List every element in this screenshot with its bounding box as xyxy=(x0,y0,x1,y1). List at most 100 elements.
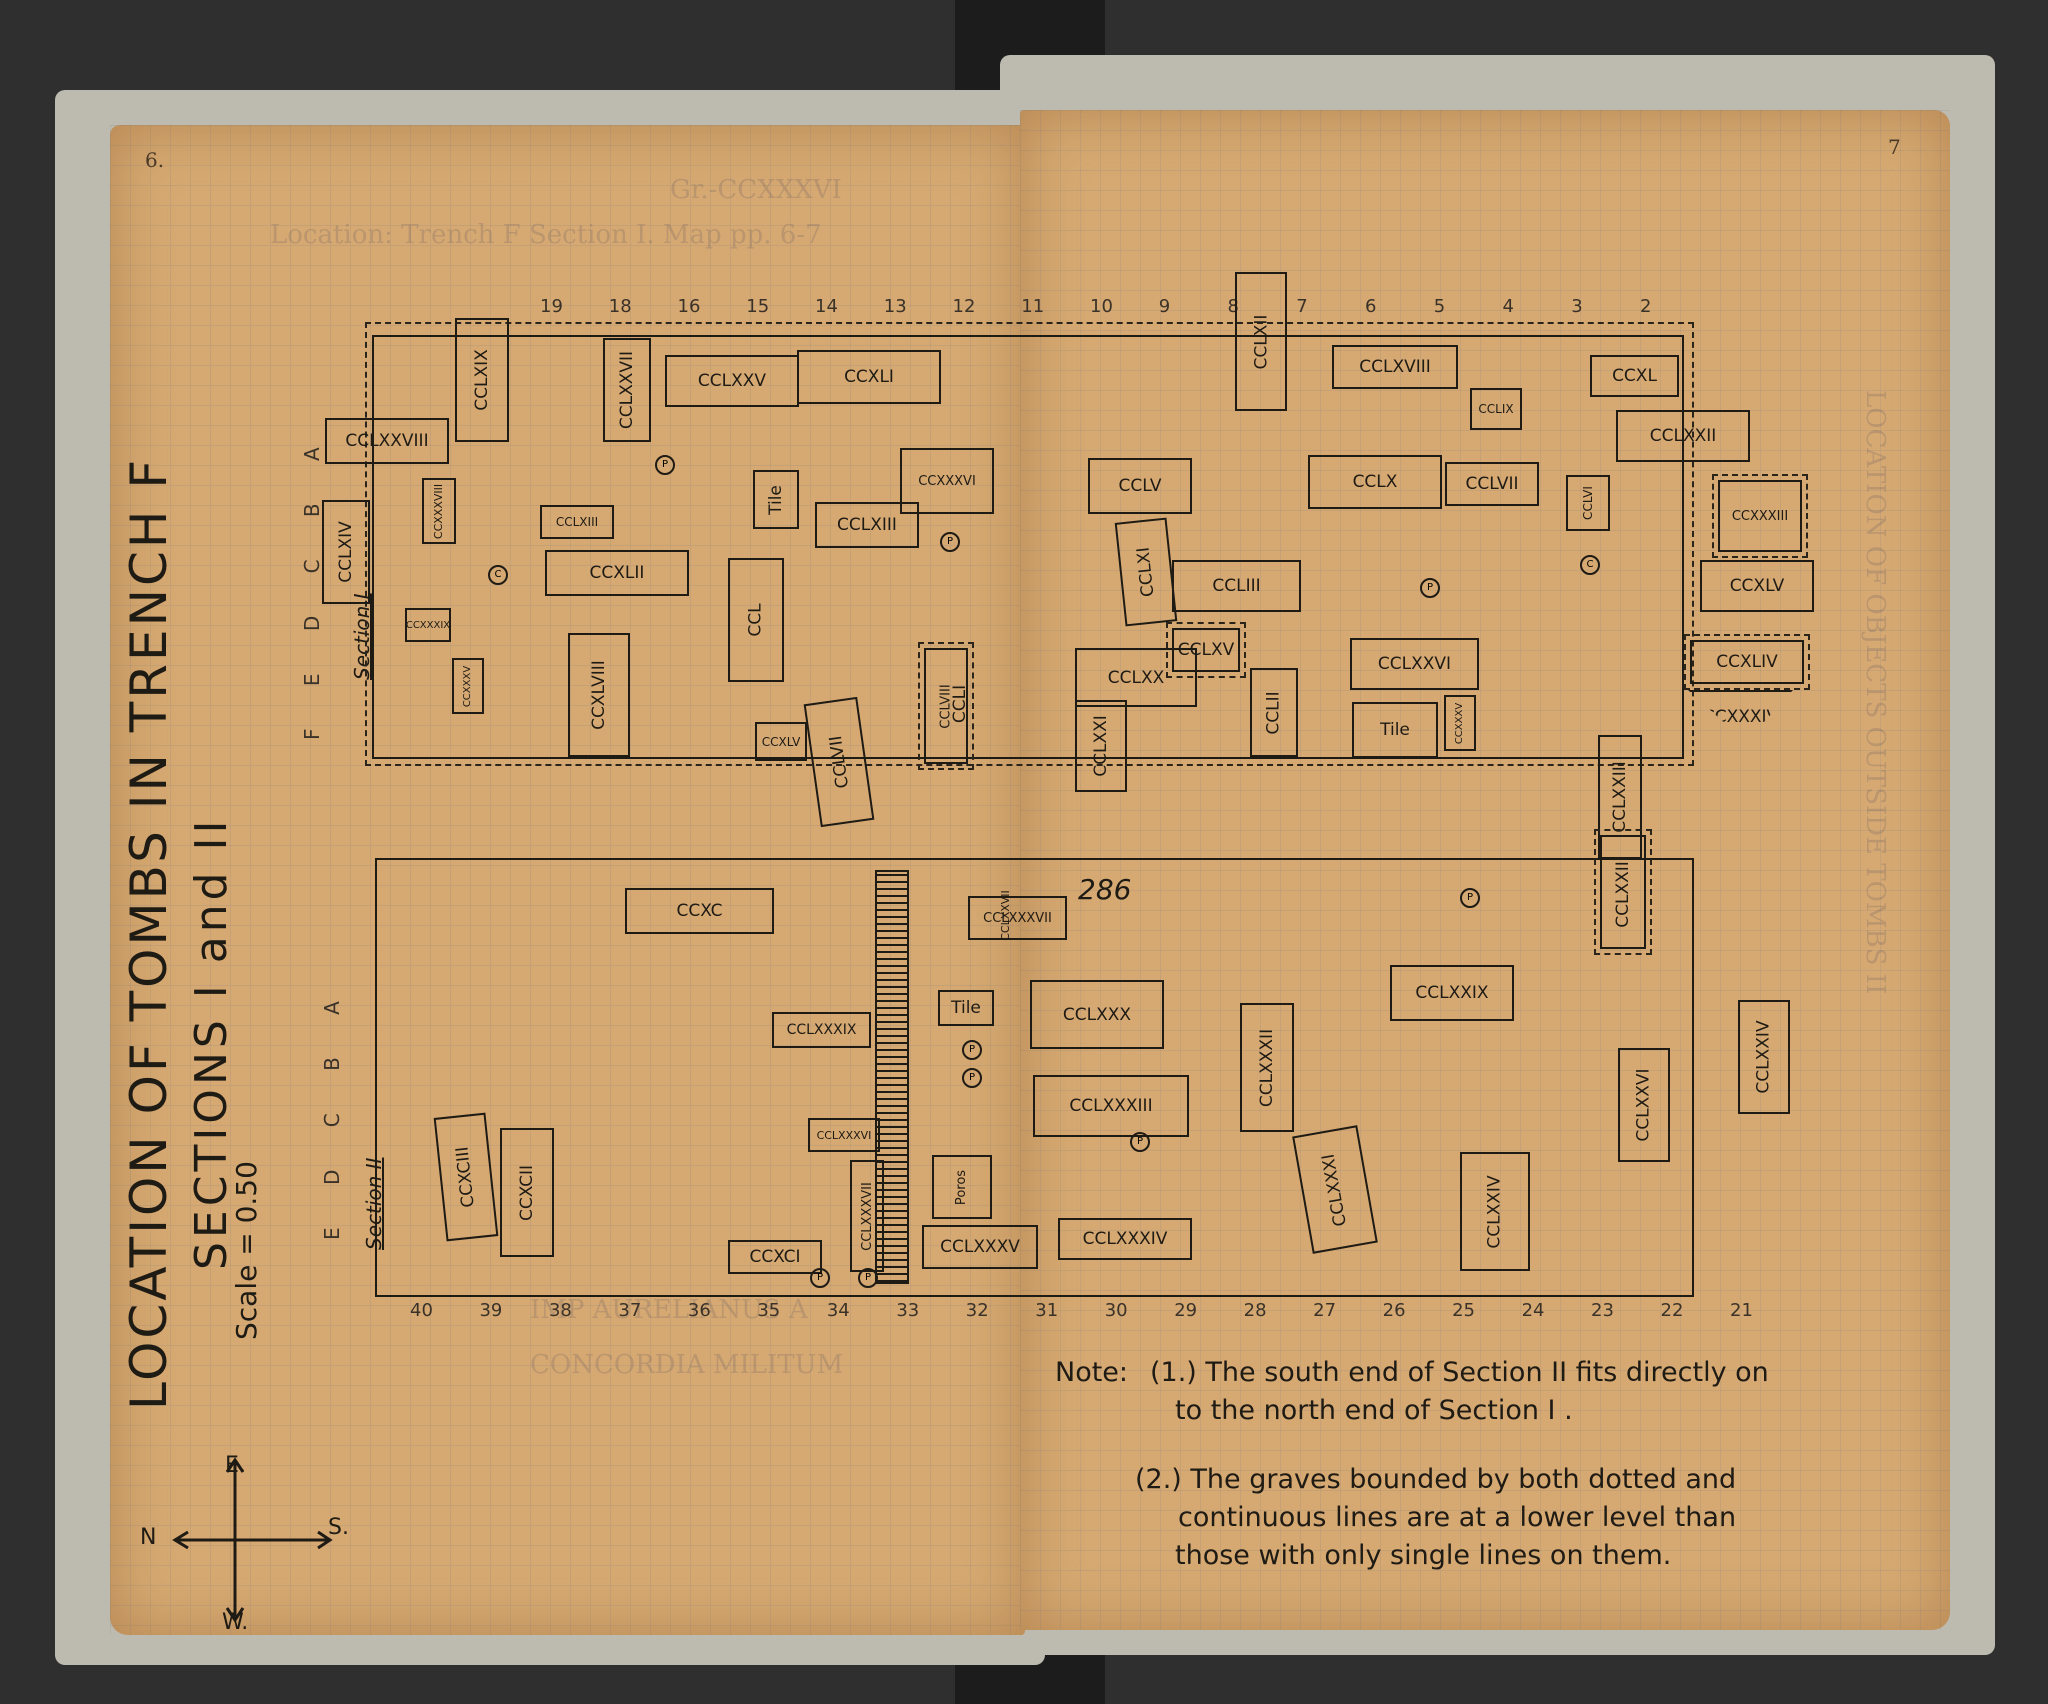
hatched-wall xyxy=(875,870,909,1284)
scale-label: Scale = 0.50 xyxy=(230,1161,263,1340)
tomb: CCLXXV xyxy=(665,355,799,407)
tomb: CCLXXVII xyxy=(999,889,1013,941)
column-number: 35 xyxy=(757,1300,781,1321)
tomb: Tile xyxy=(753,470,799,529)
column-number: 23 xyxy=(1591,1300,1614,1321)
column-number: 22 xyxy=(1660,1300,1684,1321)
title-line-1: LOCATION OF TOMBS IN TRENCH F xyxy=(120,456,178,1410)
tomb: CCXLV xyxy=(1700,560,1814,612)
tomb: CCLXXI xyxy=(1075,700,1127,792)
find-marker: P xyxy=(810,1268,830,1288)
tomb: CCLXXIV xyxy=(1738,1000,1790,1114)
tomb: CCXLVIII xyxy=(568,633,630,757)
tomb: CCLXXVIII xyxy=(325,418,449,464)
tomb: CCLXVIII xyxy=(1332,345,1458,389)
column-number: 14 xyxy=(815,296,838,317)
column-number: 33 xyxy=(896,1300,920,1321)
tomb: CCLII xyxy=(1250,668,1298,757)
tomb: CCLXIII xyxy=(815,502,919,548)
tomb: CCLIII xyxy=(1172,560,1301,612)
find-marker: P xyxy=(1460,888,1480,908)
compass-north-label: N xyxy=(140,1525,157,1550)
tomb: CCXL xyxy=(1590,355,1679,397)
tomb: CCLXII xyxy=(1235,272,1287,411)
graph-paper-grid xyxy=(1020,110,1950,1630)
column-number: 16 xyxy=(677,296,701,317)
note-2-line-3: those with only single lines on them. xyxy=(1175,1540,1672,1571)
tomb: CCLXI xyxy=(1114,517,1178,627)
tomb: CCXXXIII xyxy=(1712,474,1808,558)
column-number: 27 xyxy=(1313,1300,1337,1321)
column-number: 38 xyxy=(548,1300,572,1321)
tomb: CCLVIII xyxy=(918,642,974,770)
tomb: CCLXXVI xyxy=(1350,638,1479,690)
note-2-line-2: continuous lines are at a lower level th… xyxy=(1178,1502,1737,1533)
tomb: CCLXXIV xyxy=(1460,1152,1530,1271)
column-number: 5 xyxy=(1433,296,1446,317)
tomb: CCLXXXV xyxy=(922,1225,1038,1269)
column-number: 19 xyxy=(540,296,563,317)
column-number: 6 xyxy=(1365,296,1377,317)
find-marker: C xyxy=(1580,555,1600,575)
compass-east-label: E. xyxy=(225,1453,246,1478)
find-marker: P xyxy=(962,1068,982,1088)
column-number: 8 xyxy=(1227,296,1239,317)
column-number: 9 xyxy=(1158,296,1171,317)
compass-west-label: W. xyxy=(222,1610,249,1635)
tomb: CCXLI xyxy=(797,350,941,404)
tomb: CCXXXIX xyxy=(405,608,451,642)
column-number: 18 xyxy=(608,296,632,317)
tomb: CCLI xyxy=(950,684,971,724)
column-number: 29 xyxy=(1174,1300,1198,1321)
column-number: 37 xyxy=(618,1300,642,1321)
find-marker: C xyxy=(488,565,508,585)
graph-paper-grid xyxy=(110,125,1025,1635)
right-page-number: 7 xyxy=(1888,135,1901,159)
left-page: Gr.-CCXXXVI Location: Trench F Section I… xyxy=(110,125,1025,1635)
bleed-through-text: Gr.-CCXXXVI xyxy=(670,175,842,205)
column-number: 30 xyxy=(1104,1300,1128,1321)
tomb: CCLXXXVII xyxy=(850,1160,884,1272)
tomb: CCLXXXIII xyxy=(1033,1075,1189,1137)
find-marker: P xyxy=(1420,578,1440,598)
tomb: CCLXXIII xyxy=(1598,735,1642,859)
bleed-through-text: IMP AURELIANUS A xyxy=(530,1295,808,1325)
bleed-through-text: CONCORDIA MILITUM xyxy=(530,1350,844,1380)
column-number: 3 xyxy=(1571,296,1583,317)
tomb: Poros xyxy=(932,1155,992,1219)
column-number: 21 xyxy=(1730,1300,1753,1321)
note-label: Note: xyxy=(1055,1357,1129,1388)
column-number: 39 xyxy=(479,1300,503,1321)
bleed-through-text: Location: Trench F Section I. Map pp. 6-… xyxy=(270,220,822,250)
tomb: CCLXXXIX xyxy=(772,1012,871,1048)
tomb: CCLXIV xyxy=(322,500,370,604)
column-number: 2 xyxy=(1640,296,1652,317)
tomb: CCLX xyxy=(1308,455,1442,509)
tomb: CCL xyxy=(728,558,784,682)
tomb: CCLVII xyxy=(1445,462,1539,506)
tomb: CCXXXVI xyxy=(900,448,994,514)
column-number: 40 xyxy=(410,1300,433,1321)
column-number: 11 xyxy=(1021,296,1045,317)
column-number: 36 xyxy=(687,1300,711,1321)
tomb: CCLXXXVII xyxy=(968,896,1067,940)
column-number: 13 xyxy=(883,296,907,317)
row-letters-lower: E D C B A xyxy=(320,983,344,1240)
note-2-line-1: (2.) The graves bounded by both dotted a… xyxy=(1135,1464,1737,1495)
column-number: 7 xyxy=(1296,296,1308,317)
tomb: CCXXXV xyxy=(1444,695,1476,751)
column-number: 34 xyxy=(826,1300,850,1321)
tomb: CCLV xyxy=(1088,458,1192,514)
note-1-line-1: (1.) The south end of Section II fits di… xyxy=(1150,1357,1769,1388)
tomb: CCLXXXVI xyxy=(808,1118,880,1152)
column-number: 26 xyxy=(1382,1300,1406,1321)
section-1-trench xyxy=(372,335,1684,759)
tomb: CCLXXII xyxy=(1616,410,1750,462)
tomb: CCLXXVI xyxy=(1618,1048,1670,1162)
row-letters-upper: F E D C B A xyxy=(300,429,324,740)
tomb: CCXLII xyxy=(545,550,689,596)
tomb: CCXLIV xyxy=(1684,634,1810,690)
map-title: LOCATION OF TOMBS IN TRENCH F SECTIONS I… xyxy=(120,390,240,1410)
find-marker: P xyxy=(962,1040,982,1060)
column-number: 10 xyxy=(1090,296,1113,317)
